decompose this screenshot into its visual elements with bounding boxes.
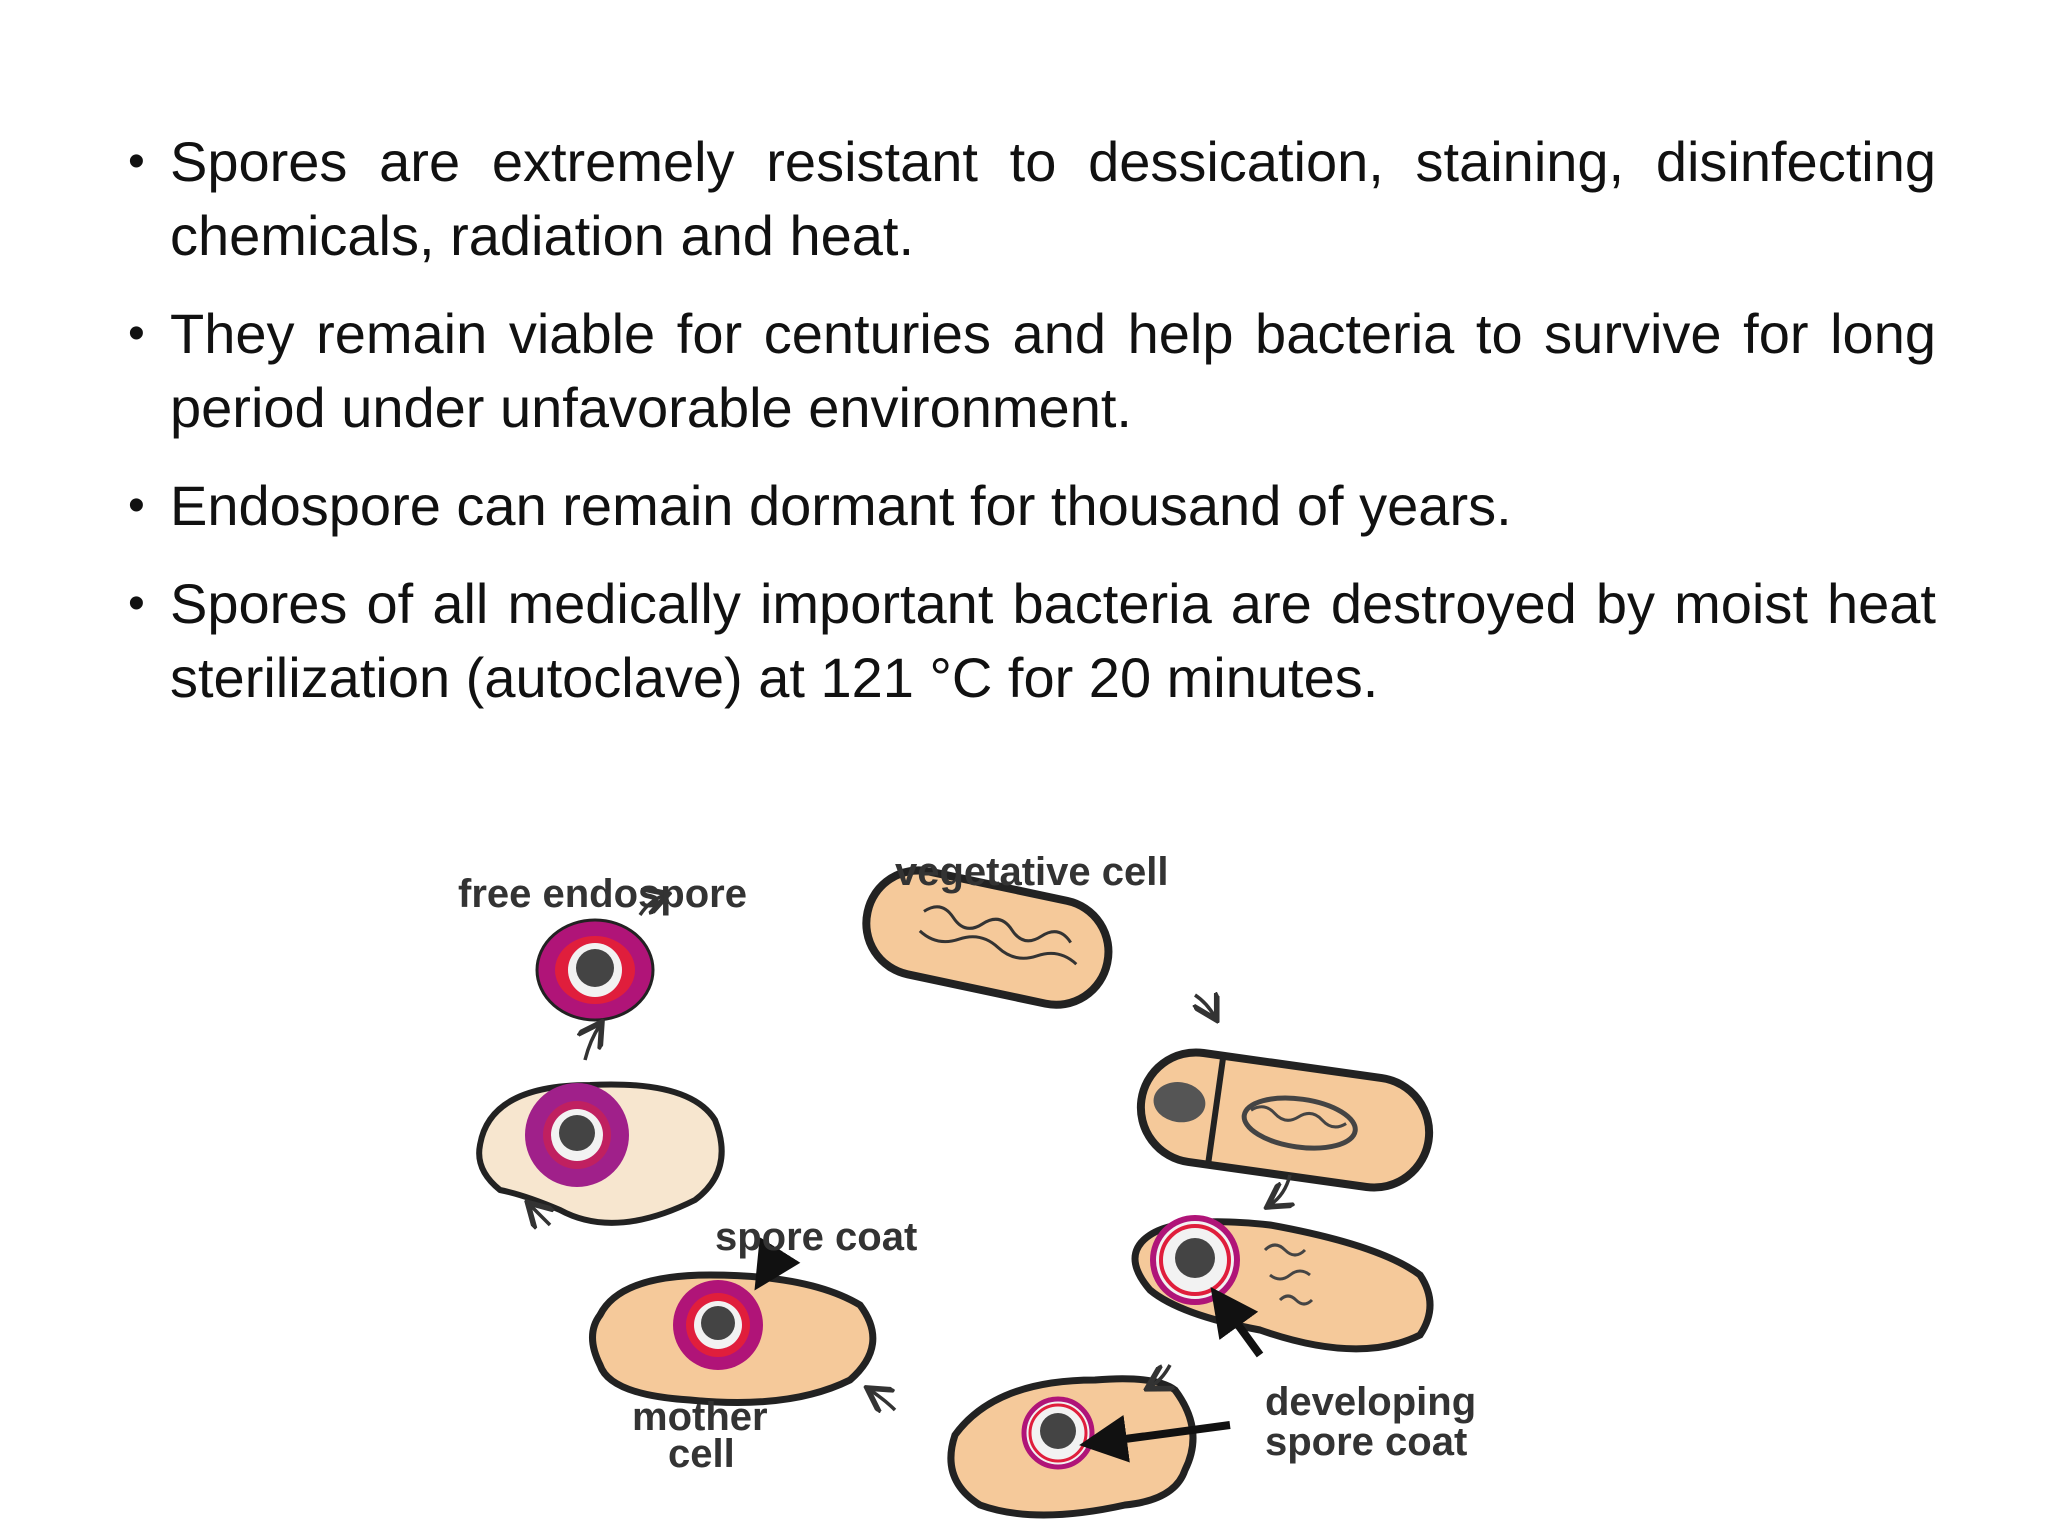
- forespore-cell: [1131, 1215, 1434, 1353]
- dividing-cell: [1136, 1048, 1434, 1192]
- spore-coat-pointer-icon: [754, 1237, 801, 1291]
- bullet-text: They remain viable for centuries and hel…: [170, 302, 1936, 439]
- label-mother-cell: mother: [632, 1395, 768, 1439]
- arrow-icon: [1195, 995, 1215, 1017]
- mother-cell: [589, 1271, 877, 1406]
- bullet-list: • Spores are extremely resistant to dess…: [128, 125, 1936, 739]
- developing-cell: [947, 1375, 1197, 1519]
- label-developing-spore-coat: developing: [1265, 1380, 1476, 1424]
- label-free-endospore: free endospore: [458, 872, 747, 916]
- free-endospore: [535, 918, 655, 1022]
- cycle-arrows: [530, 895, 1290, 1410]
- bullet-item: • Spores of all medically important bact…: [128, 567, 1936, 715]
- developing-pointer-icon: [1079, 1414, 1231, 1463]
- bullet-marker: •: [128, 307, 145, 360]
- arrow-icon: [638, 895, 665, 916]
- lysing-cell: [476, 1081, 725, 1226]
- arrow-icon: [1270, 1174, 1290, 1205]
- bullet-marker: •: [128, 479, 145, 532]
- bullet-item: • Endospore can remain dormant for thous…: [128, 469, 1936, 543]
- pointer-arrows: [754, 1237, 1264, 1463]
- arrow-icon: [870, 1390, 897, 1410]
- label-developing-spore-coat: spore coat: [1265, 1420, 1467, 1464]
- bullet-text: Spores are extremely resistant to dessic…: [170, 130, 1936, 267]
- bullet-marker: •: [128, 577, 145, 630]
- bullet-text: Spores of all medically important bacter…: [170, 572, 1936, 709]
- label-spore-coat: spore coat: [715, 1215, 917, 1259]
- arrow-icon: [585, 1025, 600, 1061]
- arrow-icon: [1150, 1364, 1170, 1387]
- label-vegetative-cell: vegetative cell: [895, 850, 1169, 894]
- bullet-marker: •: [128, 135, 145, 188]
- bullet-text: Endospore can remain dormant for thousan…: [170, 474, 1512, 537]
- endospore-cycle-diagram: free endospore vegetative cell spore coa…: [450, 845, 1560, 1525]
- bullet-item: • Spores are extremely resistant to dess…: [128, 125, 1936, 273]
- label-mother-cell: cell: [668, 1432, 735, 1476]
- vegetative-cell: [862, 866, 1113, 1009]
- arrow-icon: [530, 1205, 550, 1225]
- developing-pointer-icon: [1210, 1287, 1264, 1358]
- bullet-item: • They remain viable for centuries and h…: [128, 297, 1936, 445]
